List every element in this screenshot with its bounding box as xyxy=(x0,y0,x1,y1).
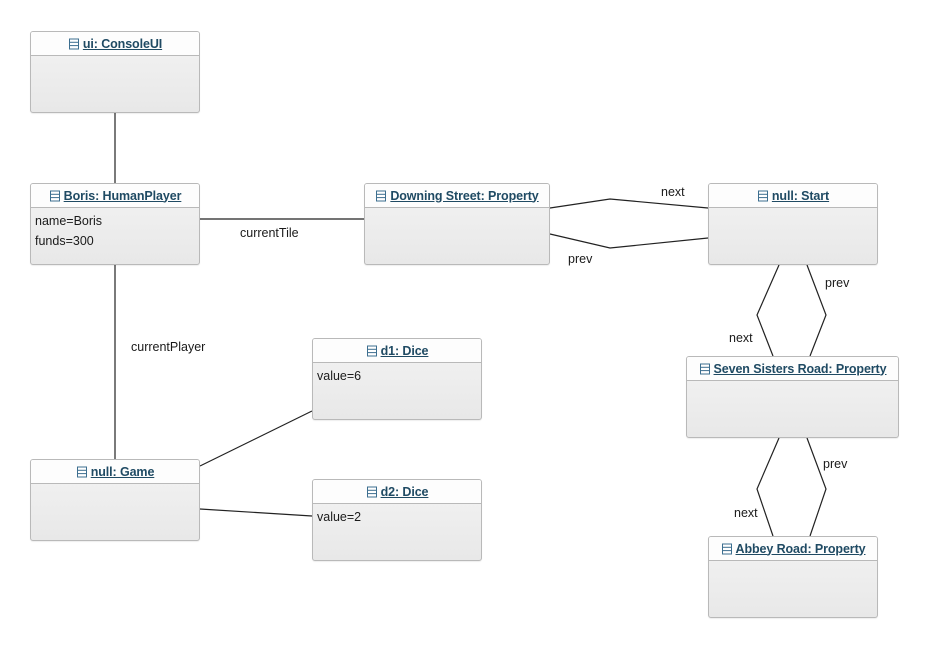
object-node-title-d1: d1: Dice xyxy=(380,343,429,358)
object-node-game[interactable]: null: Game xyxy=(30,459,200,541)
object-node-header-downing: Downing Street: Property xyxy=(365,184,549,208)
object-node-body-game xyxy=(31,484,199,487)
object-node-header-abbey: Abbey Road: Property xyxy=(709,537,877,561)
object-node-abbey[interactable]: Abbey Road: Property xyxy=(708,536,878,618)
object-node-title-start: null: Start xyxy=(771,188,830,203)
object-node-start[interactable]: null: Start xyxy=(708,183,878,265)
edge-downing-start-prev xyxy=(549,233,709,249)
object-node-header-start: null: Start xyxy=(709,184,877,208)
object-node-header-game: null: Game xyxy=(31,460,199,484)
object-node-title-d2: d2: Dice xyxy=(380,484,429,499)
uml-object-icon xyxy=(68,38,79,49)
edge-game-d1 xyxy=(199,410,313,467)
object-node-title-ui: ui: ConsoleUI xyxy=(82,36,163,51)
object-node-header-d2: d2: Dice xyxy=(313,480,481,504)
uml-object-icon xyxy=(366,486,377,497)
object-node-body-boris: name=Boris funds=300 xyxy=(31,208,199,252)
object-node-body-abbey xyxy=(709,561,877,564)
label-current-tile: currentTile xyxy=(240,226,299,240)
object-node-title-abbey: Abbey Road: Property xyxy=(735,541,866,556)
object-node-body-d2: value=2 xyxy=(313,504,481,527)
object-attribute: value=6 xyxy=(317,369,362,383)
object-node-body-d1: value=6 xyxy=(313,363,481,386)
object-node-ui[interactable]: ui: ConsoleUI xyxy=(30,31,200,113)
uml-object-icon xyxy=(757,190,768,201)
object-node-seven[interactable]: Seven Sisters Road: Property xyxy=(686,356,899,438)
edge-game-d2 xyxy=(199,508,313,517)
label-prev-seven-abbey: prev xyxy=(823,457,848,471)
object-node-body-start xyxy=(709,208,877,211)
object-node-body-ui xyxy=(31,56,199,59)
object-node-body-seven xyxy=(687,381,898,384)
label-prev-start-seven: prev xyxy=(825,276,850,290)
edge-seven-abbey-next xyxy=(756,437,780,537)
object-node-header-boris: Boris: HumanPlayer xyxy=(31,184,199,208)
object-node-body-downing xyxy=(365,208,549,211)
edge-start-seven-prev xyxy=(806,264,827,357)
label-current-player: currentPlayer xyxy=(131,340,206,354)
object-node-title-downing: Downing Street: Property xyxy=(390,188,539,203)
edge-seven-abbey-prev xyxy=(806,437,827,537)
object-attribute: funds=300 xyxy=(35,234,94,249)
label-prev-top: prev xyxy=(568,252,593,266)
label-next-top: next xyxy=(661,185,685,199)
object-node-title-seven: Seven Sisters Road: Property xyxy=(713,361,887,376)
object-attribute: value=2 xyxy=(317,510,362,524)
object-node-header-ui: ui: ConsoleUI xyxy=(31,32,199,56)
uml-object-icon xyxy=(76,466,87,477)
object-node-downing[interactable]: Downing Street: Property xyxy=(364,183,550,265)
uml-object-icon xyxy=(366,345,377,356)
uml-object-icon xyxy=(721,543,732,554)
label-next-seven-abbey: next xyxy=(734,506,758,520)
object-node-d1[interactable]: d1: Dice value=6 xyxy=(312,338,482,420)
object-node-title-game: null: Game xyxy=(90,464,155,479)
object-node-boris[interactable]: Boris: HumanPlayer name=Boris funds=300 xyxy=(30,183,200,265)
uml-object-icon xyxy=(49,190,60,201)
object-node-title-boris: Boris: HumanPlayer xyxy=(63,188,182,203)
edge-start-seven-next xyxy=(756,264,780,357)
object-node-header-seven: Seven Sisters Road: Property xyxy=(687,357,898,381)
object-attribute: name=Boris xyxy=(35,214,103,228)
object-node-header-d1: d1: Dice xyxy=(313,339,481,363)
edge-downing-start-next xyxy=(549,198,709,209)
object-node-d2[interactable]: d2: Dice value=2 xyxy=(312,479,482,561)
uml-object-icon xyxy=(699,363,710,374)
label-next-start-seven: next xyxy=(729,331,753,345)
uml-object-icon xyxy=(376,190,387,201)
